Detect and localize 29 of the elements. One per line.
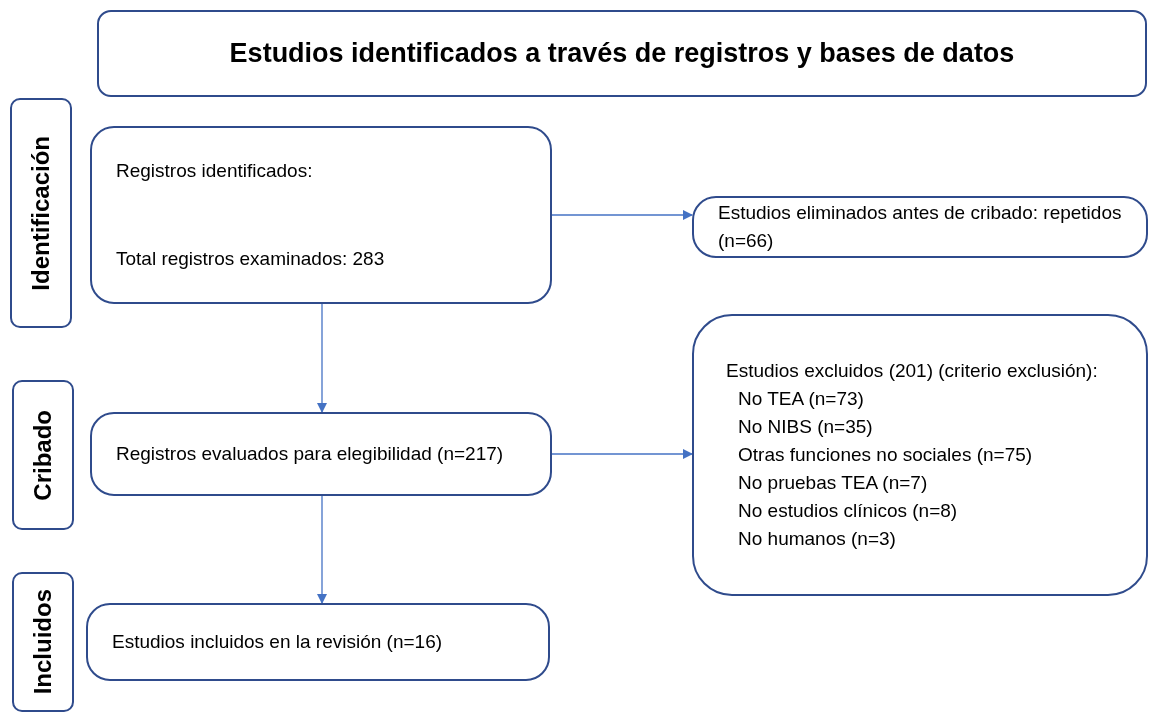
box-text: Registros evaluados para elegibilidad (n=217) [116, 442, 505, 466]
stage-label: Incluidos [28, 589, 57, 695]
stage-label: Cribado [28, 409, 57, 501]
list-item: No humanos (n=3) [737, 527, 897, 551]
process-box [692, 314, 1148, 596]
stage-label: Identificación [26, 135, 55, 291]
process-box [86, 603, 550, 681]
process-box [90, 412, 552, 496]
title-text: Estudios identificados a través de registros y bases de datos [229, 37, 1015, 71]
arrow [551, 448, 694, 460]
box-text: Estudios incluidos en la revisión (n=16) [112, 630, 444, 654]
box-text: Total registros examinados: 283 [116, 247, 386, 271]
box-text: Registros identificados: [116, 159, 314, 183]
list-item: No pruebas TEA (n=7) [737, 471, 929, 495]
stage-label-box [12, 380, 74, 530]
list-item: No TEA (n=73) [737, 387, 865, 411]
box-text: Estudios eliminados antes de cribado: repetidos (n=66) [718, 201, 1122, 253]
process-box [90, 126, 552, 304]
arrow [316, 495, 328, 605]
box-heading: Estudios excluidos (201) (criterio exclusión): [726, 359, 1099, 383]
list-item: Otras funciones no sociales (n=75) [737, 443, 1034, 467]
stage-label-box [10, 98, 72, 328]
list-item: No NIBS (n=35) [737, 415, 874, 439]
title-box [97, 10, 1147, 97]
list-item: No estudios clínicos (n=8) [737, 499, 959, 523]
arrow [551, 209, 694, 221]
stage-label-box [12, 572, 74, 712]
arrow [316, 303, 328, 414]
process-box [692, 196, 1148, 258]
